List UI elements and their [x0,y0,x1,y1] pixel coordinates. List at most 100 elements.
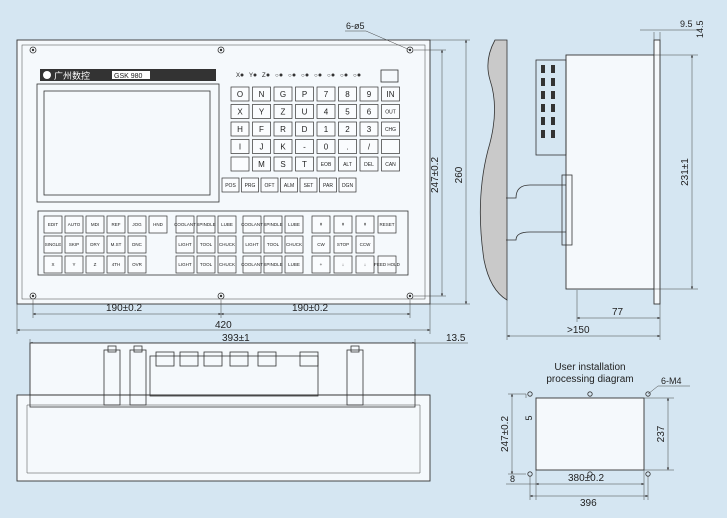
right-key-c3[interactable]: FEED HOLD [374,255,401,274]
right-key-a1[interactable]: ↟ [333,215,353,234]
keypad-key-r3-c4[interactable]: 0 [316,139,336,154]
mode-key-a2[interactable]: MDI [85,215,105,234]
axis-key-c1[interactable]: SPINDLE [263,255,283,274]
mode-key-b4[interactable]: DNC [127,235,147,254]
function-key-alm[interactable]: ALM [280,177,298,193]
axis-key-a1[interactable]: SPINDLE [263,215,283,234]
keypad-key-r1-c2[interactable]: Z [273,104,293,119]
keypad-key-r0-c4[interactable]: 7 [316,86,336,102]
function-key-prg-label: PRG [245,183,256,189]
keypad-key-r0-c6[interactable]: 9 [359,86,379,102]
keypad-key-r2-c0[interactable]: H [230,121,250,137]
mode-key-b2[interactable]: DRY [85,235,105,254]
function-key-prg[interactable]: PRG [241,177,259,193]
mode-key-a0[interactable]: EDIT [43,215,63,234]
cutout-rectangle [535,397,645,471]
keypad-key-r4-c3[interactable]: T [295,156,314,172]
keypad-key-r3-c7[interactable] [381,139,400,154]
function-key-set[interactable]: SET [299,177,318,193]
axis-key-a0[interactable]: COOLANT [241,215,263,234]
right-key-a0[interactable]: ↟ [311,215,331,234]
keypad-key-r3-c6[interactable]: / [359,139,379,154]
keypad-key-r4-c0[interactable] [230,156,250,172]
mode-key-a0-label: EDIT [48,222,59,227]
mode-key-b3[interactable]: M.ST [106,235,126,254]
mode-key-b1[interactable]: SKIP [64,235,84,254]
axis-key-a2[interactable]: LUBE [284,215,304,234]
keypad-key-r2-c1[interactable]: F [252,121,271,137]
mode-key-c2[interactable]: Z [85,255,105,274]
keypad-key-r1-c7[interactable]: OUT [381,104,400,119]
keypad-key-r0-c3[interactable]: P [295,86,314,102]
keypad-key-r3-c5[interactable]: . [338,139,357,154]
axis-key-c2[interactable]: LUBE [284,255,304,274]
jog-key-c1[interactable]: TOOL [196,255,216,274]
keypad-key-r4-c7[interactable]: CAN [381,156,400,172]
keypad-key-r2-c7[interactable]: CHG [381,121,400,137]
keypad-key-r3-c0[interactable]: I [230,139,250,154]
keypad-key-r3-c1[interactable]: J [252,139,271,154]
axis-key-b0[interactable]: LIGHT [242,235,262,254]
keypad-key-r2-c4[interactable]: 1 [316,121,336,137]
dim-half-right: 190±0.2 [292,303,329,314]
keypad-key-r4-c6[interactable]: DEL [359,156,379,172]
mode-key-b0[interactable]: SINGLE [43,235,63,254]
right-key-a2[interactable]: ↟ [355,215,375,234]
jog-key-a2[interactable]: LUBE [217,215,237,234]
keypad-key-r4-c1[interactable]: M [252,156,271,172]
keypad-key-r2-c6[interactable]: 3 [359,121,379,137]
function-key-oft[interactable]: OFT [260,177,279,193]
right-key-c2[interactable]: ↓ [355,255,375,274]
right-key-c1[interactable]: ↓ [333,255,353,274]
mode-key-a3[interactable]: REF [106,215,126,234]
keypad-key-r1-c5[interactable]: 5 [338,104,357,119]
right-key-b2[interactable]: CCW [355,235,375,254]
function-key-dgn[interactable]: DGN [338,177,357,193]
dim-cutout-small: 5 [524,415,534,420]
keypad-key-r4-c4[interactable]: EOB [316,156,336,172]
keypad-key-r0-c7[interactable]: IN [381,86,400,102]
right-key-a3[interactable]: RESET [377,215,397,234]
keypad-key-r1-c1[interactable]: Y [252,104,271,119]
mode-key-c4[interactable]: OVR [127,255,147,274]
keypad-key-r1-c0[interactable]: X [230,104,250,119]
mode-key-a4[interactable]: JOG [127,215,147,234]
lcd-screen [43,90,211,196]
keypad-key-r3-c2[interactable]: K [273,139,293,154]
axis-key-b1[interactable]: TOOL [263,235,283,254]
jog-key-b0[interactable]: LIGHT [175,235,195,254]
jog-key-c0[interactable]: LIGHT [175,255,195,274]
right-key-b0[interactable]: CW [311,235,331,254]
mode-key-c1[interactable]: Y [64,255,84,274]
led-label: ○ [327,73,331,79]
keypad-key-r1-c3[interactable]: U [295,104,314,119]
jog-key-a0[interactable]: COOLANT [174,215,196,234]
function-key-pos[interactable]: POS [221,177,240,193]
keypad-key-r2-c2[interactable]: R [273,121,293,137]
keypad-key-r0-c5[interactable]: 8 [338,86,357,102]
mounting-holes [29,46,414,300]
keypad-key-r0-c1[interactable]: N [252,86,271,102]
keypad-key-r4-c5[interactable]: ALT [338,156,357,172]
keypad-key-r4-c2[interactable]: S [273,156,293,172]
jog-key-a1[interactable]: SPINDLE [196,215,216,234]
right-key-c0[interactable]: + [311,255,331,274]
keypad-key-r1-c6[interactable]: 6 [359,104,379,119]
keypad-key-r0-c0[interactable]: O [230,86,250,102]
axis-key-b2[interactable]: CHUCK [284,235,304,254]
mode-key-a5[interactable]: HND [148,215,168,234]
axis-key-c0[interactable]: COOLANT [241,255,263,274]
jog-key-b2[interactable]: CHUCK [217,235,237,254]
function-key-par[interactable]: PAR [319,177,337,193]
right-key-b1[interactable]: STOP [333,235,353,254]
keypad-key-r2-c3[interactable]: D [295,121,314,137]
keypad-key-r3-c3[interactable]: - [295,139,314,154]
mode-key-a1[interactable]: AUTO [64,215,84,234]
mode-key-c3[interactable]: 4TH [106,255,126,274]
keypad-key-r1-c4[interactable]: 4 [316,104,336,119]
mode-key-c0[interactable]: X [43,255,63,274]
keypad-key-r0-c2[interactable]: G [273,86,293,102]
keypad-key-r2-c5[interactable]: 2 [338,121,357,137]
jog-key-c2[interactable]: CHUCK [217,255,237,274]
jog-key-b1[interactable]: TOOL [196,235,216,254]
